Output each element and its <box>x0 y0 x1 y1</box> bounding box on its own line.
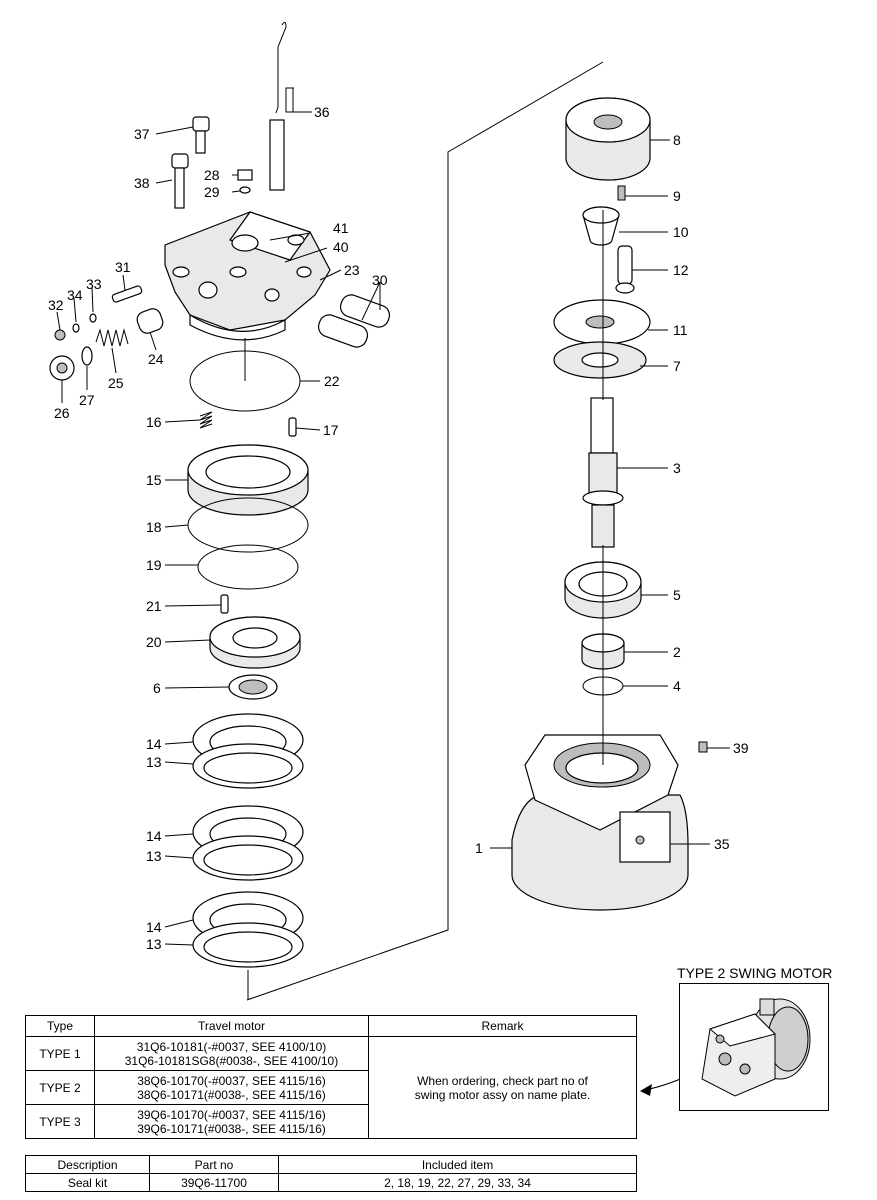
type-header: Type <box>25 1015 95 1037</box>
cylinder-block-8 <box>565 97 651 181</box>
callout-18: 18 <box>146 519 162 535</box>
travel-motor-line: 39Q6-10171(#0038-, SEE 4115/16) <box>137 1121 326 1136</box>
plate-20 <box>209 616 301 669</box>
swing-motor-type-table: Type Travel motor Remark TYPE 1 31Q6-101… <box>25 1015 637 1139</box>
travel-motor-header: Travel motor <box>94 1015 369 1037</box>
callout-32: 32 <box>48 297 64 313</box>
part-no-cell: 39Q6-11700 <box>149 1173 279 1192</box>
included-item-cell: 2, 18, 19, 22, 27, 29, 33, 34 <box>278 1173 637 1192</box>
callout-4: 4 <box>673 678 681 694</box>
travel-motor-line: 31Q6-10181(-#0037, SEE 4100/10) <box>136 1039 327 1054</box>
callout-17: 17 <box>323 422 339 438</box>
valve-block-assembly <box>49 21 391 381</box>
callout-15: 15 <box>146 472 162 488</box>
callout-31: 31 <box>115 259 131 275</box>
callout-12: 12 <box>673 262 689 278</box>
included-item-header: Included item <box>278 1155 637 1174</box>
callout-8: 8 <box>673 132 681 148</box>
callout-10: 10 <box>673 224 689 240</box>
table-row: TYPE 2 38Q6-10170(-#0037, SEE 4115/16) 3… <box>25 1070 637 1105</box>
part-no-header: Part no <box>149 1155 279 1174</box>
arrow-head <box>640 1084 652 1096</box>
callout-14b: 14 <box>146 828 162 844</box>
callout-2: 2 <box>673 644 681 660</box>
callout-14a: 14 <box>146 736 162 752</box>
callout-20: 20 <box>146 634 162 650</box>
type-cell: TYPE 3 <box>25 1104 95 1139</box>
callout-38: 38 <box>134 175 150 191</box>
travel-motor-line: 39Q6-10170(-#0037, SEE 4115/16) <box>137 1107 326 1122</box>
callout-35: 35 <box>714 836 730 852</box>
type-2-swing-motor-inset <box>679 983 829 1111</box>
callout-36: 36 <box>314 104 330 120</box>
callout-1: 1 <box>475 840 483 856</box>
friction-plates <box>192 713 304 968</box>
callout-22: 22 <box>324 373 340 389</box>
callout-21: 21 <box>146 598 162 614</box>
drive-shaft-3 <box>582 397 624 548</box>
plate-15 <box>187 444 309 516</box>
ball-guide-10 <box>582 206 620 246</box>
travel-motor-line: 31Q6-10181SG8(#0038-, SEE 4100/10) <box>124 1053 339 1068</box>
type-2-swing-motor-drawing <box>701 998 811 1097</box>
description-header: Description <box>25 1155 150 1174</box>
travel-motor-line: 38Q6-10171(#0038-, SEE 4115/16) <box>137 1087 326 1102</box>
remark-line: swing motor assy on name plate. <box>414 1087 591 1102</box>
table-row: TYPE 1 31Q6-10181(-#0037, SEE 4100/10) 3… <box>25 1036 637 1139</box>
table-row: TYPE 3 39Q6-10170(-#0037, SEE 4115/16) 3… <box>25 1104 637 1139</box>
remark-line: When ordering, check part no of <box>417 1073 588 1088</box>
housing-1 <box>511 734 689 911</box>
callout-labels: 36 37 38 28 29 41 40 23 30 31 33 34 32 2… <box>48 104 749 952</box>
description-cell: Seal kit <box>25 1173 150 1192</box>
callout-13b: 13 <box>146 848 162 864</box>
callout-39: 39 <box>733 740 749 756</box>
callout-13a: 13 <box>146 754 162 770</box>
seal-kit-table: Description Part no Included item Seal k… <box>25 1155 637 1192</box>
table-row: Seal kit 39Q6-11700 2, 18, 19, 22, 27, 2… <box>25 1173 637 1192</box>
leader-lines <box>56 87 730 1000</box>
callout-25: 25 <box>108 375 124 391</box>
callout-5: 5 <box>673 587 681 603</box>
remark-header: Remark <box>368 1015 637 1037</box>
callout-3: 3 <box>673 460 681 476</box>
callout-41: 41 <box>333 220 349 236</box>
callout-7: 7 <box>673 358 681 374</box>
callout-34: 34 <box>67 287 83 303</box>
callout-24: 24 <box>148 351 164 367</box>
type-cell: TYPE 2 <box>25 1070 95 1105</box>
inset-title: TYPE 2 SWING MOTOR <box>677 965 833 981</box>
travel-motor-cell: 39Q6-10170(-#0037, SEE 4115/16) 39Q6-101… <box>94 1104 369 1139</box>
callout-29: 29 <box>204 184 220 200</box>
assembly-divider-line <box>246 61 604 1001</box>
type-cell: TYPE 1 <box>25 1036 95 1071</box>
callout-23: 23 <box>344 262 360 278</box>
callout-27: 27 <box>79 392 95 408</box>
travel-motor-line: 38Q6-10170(-#0037, SEE 4115/16) <box>137 1073 326 1088</box>
callout-40: 40 <box>333 239 349 255</box>
remark-cell: When ordering, check part no of swing mo… <box>368 1036 637 1139</box>
callout-14c: 14 <box>146 919 162 935</box>
callout-30: 30 <box>372 272 388 288</box>
callout-9: 9 <box>673 188 681 204</box>
callout-33: 33 <box>86 276 102 292</box>
callout-28: 28 <box>204 167 220 183</box>
callout-11: 11 <box>673 322 688 338</box>
callout-16: 16 <box>146 414 162 430</box>
callout-6: 6 <box>153 680 161 696</box>
travel-motor-cell: 31Q6-10181(-#0037, SEE 4100/10) 31Q6-101… <box>94 1036 369 1071</box>
callout-37: 37 <box>134 126 150 142</box>
callout-26: 26 <box>54 405 70 421</box>
callout-13c: 13 <box>146 936 162 952</box>
travel-motor-cell: 38Q6-10170(-#0037, SEE 4115/16) 38Q6-101… <box>94 1070 369 1105</box>
callout-19: 19 <box>146 557 162 573</box>
